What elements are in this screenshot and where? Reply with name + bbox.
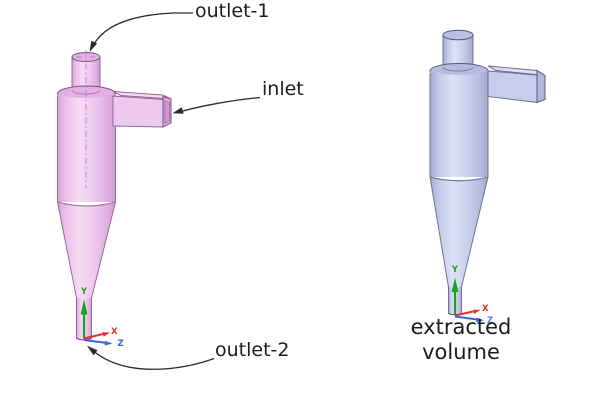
nozzle-hole-rim-right (442, 66, 474, 72)
nozzle-top-face-right (442, 29, 474, 41)
extracted-volume-caption: extracted volume (395, 315, 527, 365)
y-axis-label-right: Y (451, 265, 459, 275)
inlet-duct-front-face (112, 95, 164, 128)
outlet2-label: outlet-2 (215, 339, 290, 361)
outlet1-label: outlet-1 (195, 0, 270, 22)
x-axis-shaft (83, 333, 104, 340)
duct-front-face-right (487, 70, 538, 104)
leader-outlet2 (87, 345, 215, 370)
axis-triad-right: Y X Z (451, 265, 493, 326)
leader-outlet2-arrowhead (87, 345, 98, 356)
extracted-volume-caption-line1: extracted (410, 315, 512, 339)
leader-outlet1 (89, 12, 193, 52)
leader-inlet-arrowhead (172, 107, 184, 114)
x-axis-shaft-right (454, 310, 474, 317)
z-axis-arrowhead (104, 340, 113, 346)
y-axis-arrowhead (80, 299, 88, 315)
z-axis-shaft (83, 339, 106, 344)
leader-inlet (172, 96, 261, 114)
leader-outlet2-line (93, 350, 215, 370)
leader-outlet1-arrowhead (89, 40, 98, 52)
inlet-label: inlet (262, 78, 304, 100)
x-axis-arrowhead-right (472, 309, 481, 314)
cone-transition-edge-left (57, 201, 116, 207)
x-axis-arrowhead (102, 332, 110, 337)
body-cylinder-right (430, 71, 488, 177)
z-axis-label: Z (118, 339, 124, 349)
leader-outlet1-line (91, 12, 193, 48)
extracted-volume-model-right (429, 29, 546, 316)
axis-triad-left: Y X Z (80, 287, 124, 349)
cyclone-model-left (56, 50, 172, 341)
x-axis-label-right: X (482, 304, 489, 314)
y-axis-label: Y (80, 287, 88, 297)
body-cylinder-left (57, 94, 116, 202)
cone-left (56, 201, 117, 300)
x-axis-label: X (111, 327, 118, 337)
y-axis-arrowhead-right (451, 277, 459, 292)
z-axis-label-right: Z (487, 316, 493, 326)
extracted-volume-caption-line2: volume (422, 340, 500, 364)
duct-end-face-right (536, 69, 546, 104)
z-axis-arrowhead-right (476, 317, 484, 323)
cone-transition-edge-right (429, 176, 489, 182)
cone-right (429, 176, 489, 289)
inlet-duct-opening (164, 100, 170, 125)
leader-inlet-line (180, 96, 261, 113)
z-axis-shaft-right (454, 315, 478, 321)
